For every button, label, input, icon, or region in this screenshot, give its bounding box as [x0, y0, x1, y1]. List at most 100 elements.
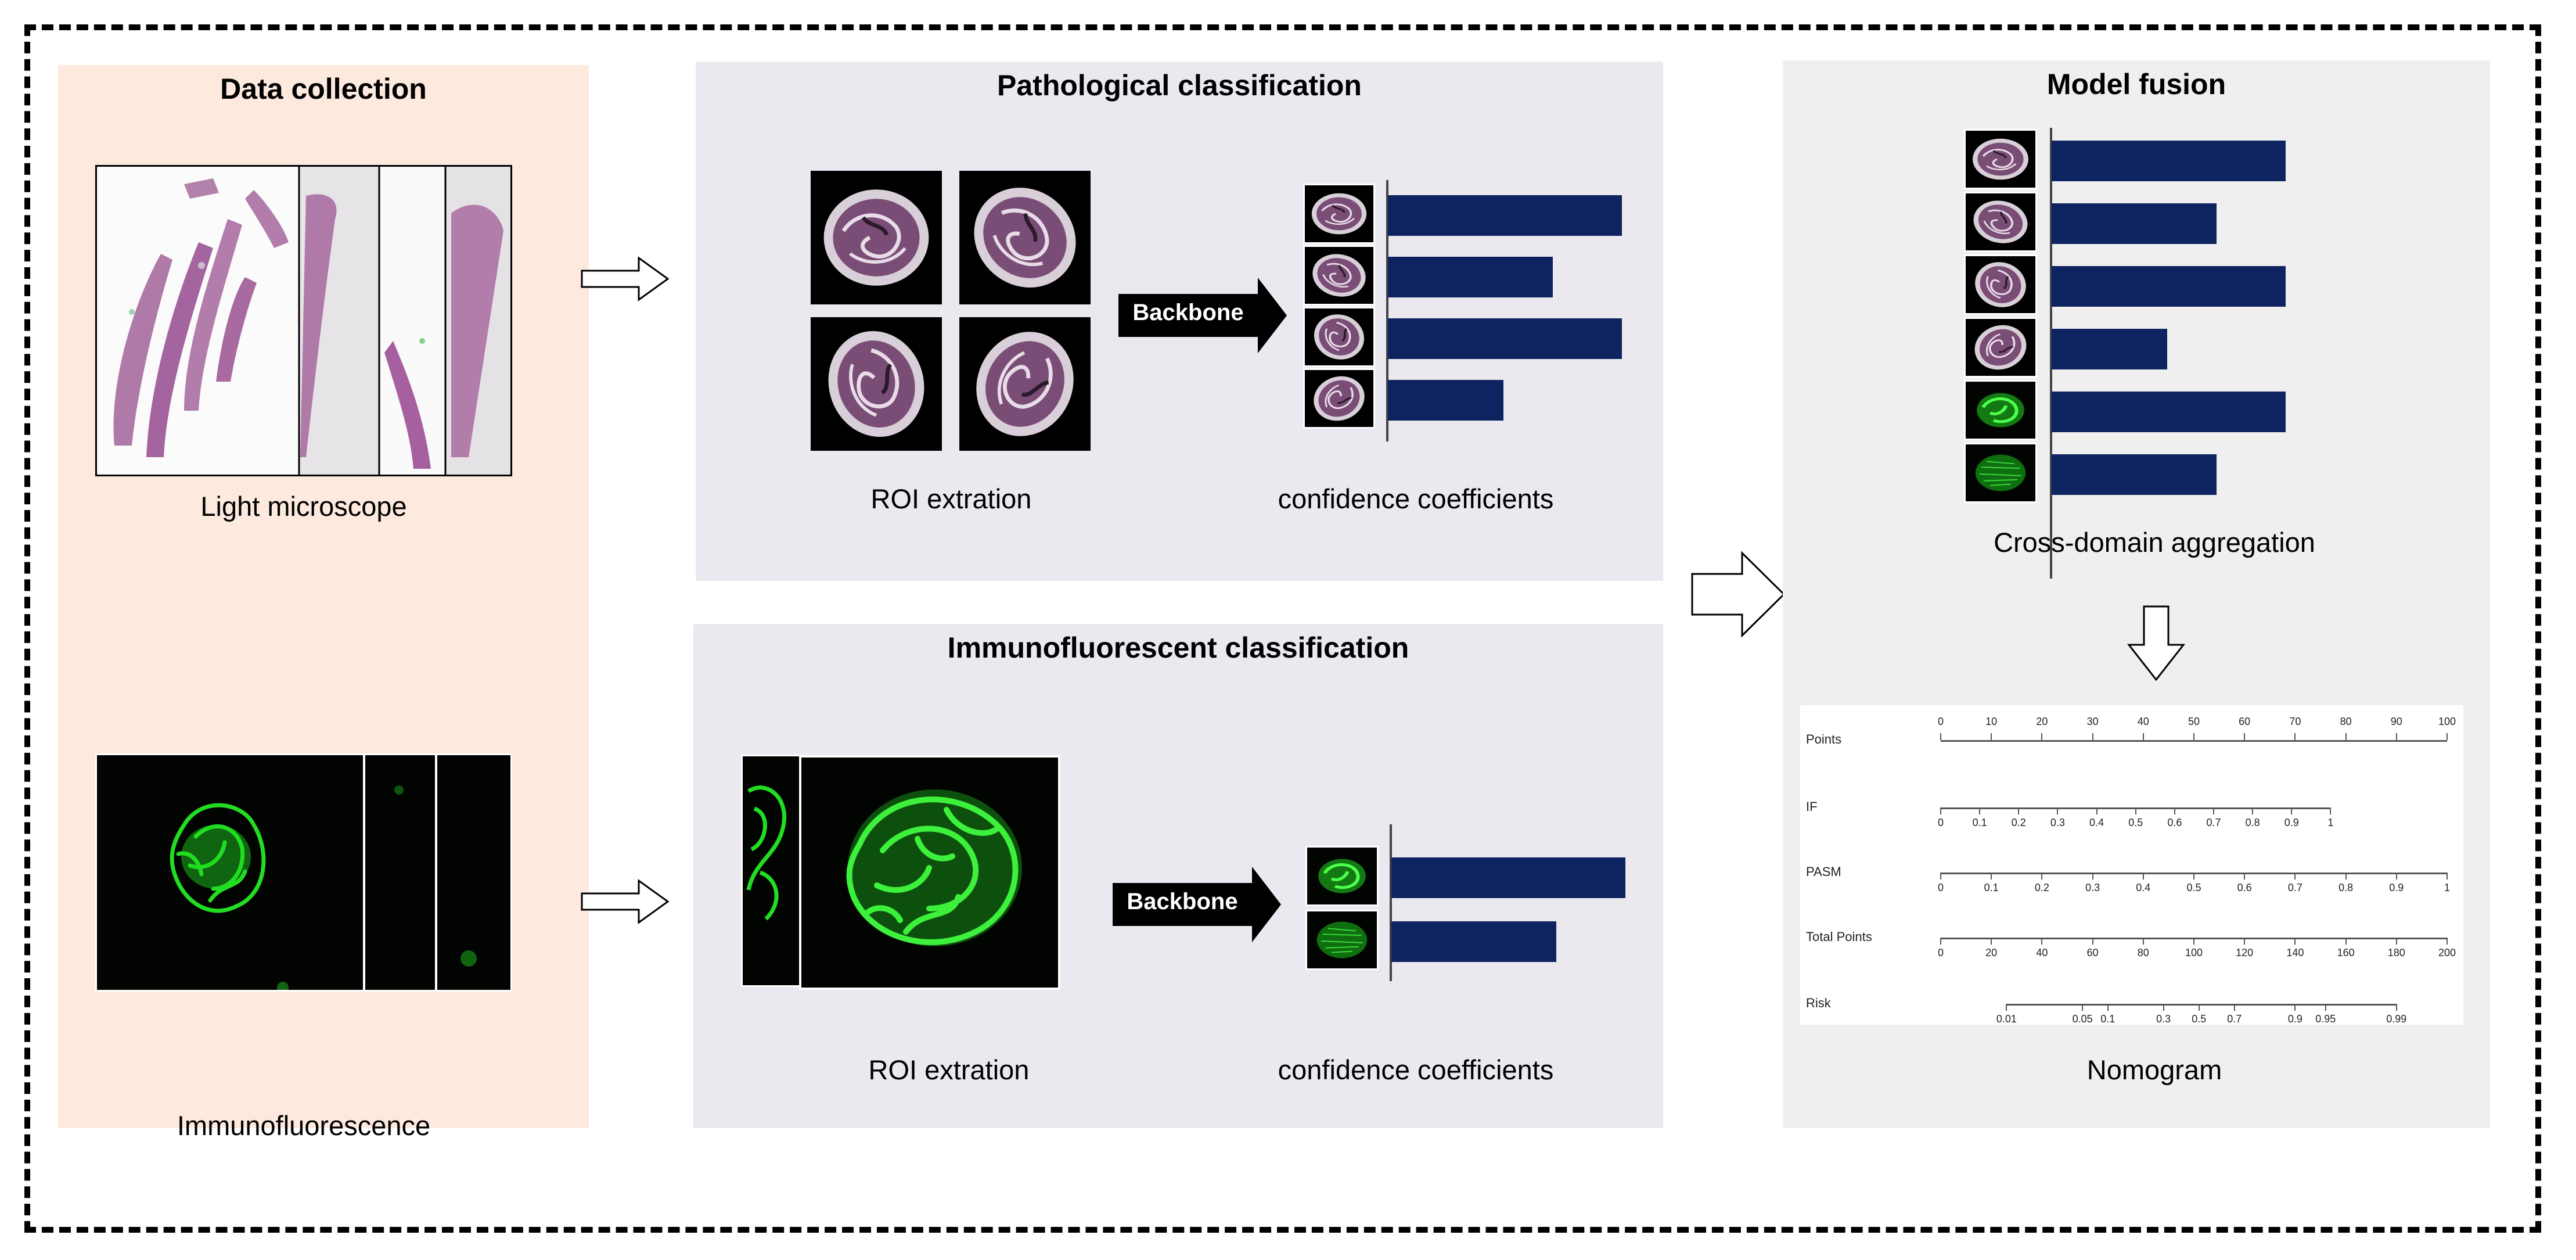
nomogram-tick-label: 10: [1985, 716, 1998, 727]
immunofluorescent-classification-title: Immunofluorescent classification: [947, 631, 1409, 664]
nomogram-tick: [1991, 873, 1992, 880]
nomogram-tick: [2345, 733, 2347, 740]
nomogram-tick-label: 60: [2086, 947, 2099, 959]
nomogram-tick: [1991, 733, 1992, 740]
confidence-bar: [1391, 921, 1557, 962]
nomogram-tick-label: 0.9: [2287, 1013, 2302, 1025]
nomogram-tick-label: 0.7: [2206, 817, 2221, 828]
backbone-arrow-icon: [1118, 278, 1287, 353]
nomogram-axis: [2006, 1004, 2397, 1006]
nomogram-tick: [2233, 1004, 2235, 1011]
nomogram-tick: [2252, 807, 2254, 814]
arrow-right-icon: [1691, 551, 1786, 638]
nomogram-tick-label: 80: [2137, 947, 2149, 959]
pathological-backbone-label: Backbone: [1132, 300, 1244, 325]
arrow-right-icon: [581, 256, 670, 301]
nomogram-row-label: PASM: [1806, 864, 1841, 879]
nomogram-tick: [2447, 873, 2448, 880]
pathological-roi-caption: ROI extration: [870, 483, 1032, 514]
nomogram-tick: [2395, 873, 2397, 880]
nomogram-tick: [2294, 873, 2296, 880]
confidence-bar: [1388, 195, 1622, 236]
nomogram-tick: [2213, 807, 2214, 814]
arrow-down-icon: [2127, 605, 2186, 681]
pathological-classification-panel: Pathological classification ROI extratio…: [696, 62, 1663, 581]
nomogram-tick-label: 0.1: [2100, 1013, 2116, 1025]
aggregation-thumbnail: [1964, 443, 2037, 503]
nomogram-tick: [1940, 873, 1941, 880]
nomogram-tick-label: 70: [2289, 716, 2301, 727]
nomogram-tick-label: 0.95: [2315, 1013, 2336, 1025]
aggregation-caption: Cross-domain aggregation: [1994, 527, 2315, 558]
immunofluorescence-caption: Immunofluorescence: [177, 1110, 431, 1141]
nomogram-tick: [2294, 1004, 2296, 1011]
outer-dashed-border: [24, 24, 2541, 1233]
nomogram-tick: [2107, 1004, 2109, 1011]
nomogram-tick: [2244, 938, 2246, 945]
confidence-bar: [2052, 266, 2286, 307]
immunofluorescent-backbone-label: Backbone: [1127, 889, 1238, 914]
nomogram-tick: [2291, 807, 2293, 814]
nomogram-tick-label: 20: [2036, 716, 2048, 727]
nomogram-row-label: Risk: [1806, 996, 1831, 1010]
immunofluorescent-roi-back-image: [741, 755, 805, 987]
confidence-bar: [1388, 257, 1553, 297]
nomogram-tick: [1940, 807, 1941, 814]
nomogram-tick-label: 90: [2390, 716, 2402, 727]
nomogram-tick: [2041, 938, 2043, 945]
aggregation-thumbnail: [1964, 317, 2037, 378]
fluorescence-illustration: [97, 755, 510, 993]
data-collection-panel: Data collection Light microscope: [58, 65, 589, 1141]
pathological-bar-axis: [1386, 180, 1388, 441]
model-fusion-title: Model fusion: [2046, 68, 2226, 100]
nomogram-tick-label: 0.7: [2287, 882, 2302, 893]
nomogram-tick-label: 0.6: [2167, 817, 2182, 828]
nomogram-tick-label: 0.9: [2389, 882, 2404, 893]
nomogram-tick-label: 100: [2438, 716, 2456, 727]
nomogram-tick: [2092, 873, 2093, 880]
nomogram-tick-label: 0.5: [2128, 817, 2143, 828]
confidence-thumbnail: [1305, 846, 1379, 906]
roi-tile: [811, 171, 942, 304]
nomogram-tick-label: 0.1: [1972, 817, 1987, 828]
nomogram-caption: Nomogram: [2086, 1054, 2222, 1085]
nomogram-tick-label: 180: [2387, 947, 2405, 959]
model-fusion-panel: Model fusion Cross-domain aggregation Po…: [1783, 60, 2490, 1128]
nomogram-tick: [2395, 1004, 2397, 1011]
nomogram-tick-label: 0.1: [1984, 882, 1999, 893]
aggregation-thumbnail: [1964, 380, 2037, 440]
roi-tile: [811, 317, 942, 451]
nomogram-tick: [1979, 807, 1981, 814]
confidence-thumbnail: [1303, 184, 1375, 244]
confidence-bar: [2052, 392, 2286, 432]
nomogram-tick-label: 160: [2337, 947, 2355, 959]
aggregation-thumbnail: [1964, 129, 2037, 189]
immunofluorescent-classification-panel: Immunofluorescent classification ROI: [693, 624, 1663, 1128]
nomogram-tick: [2018, 807, 2020, 814]
nomogram-tick: [2294, 938, 2296, 945]
nomogram-tick-label: 80: [2340, 716, 2352, 727]
nomogram-tick: [2142, 733, 2144, 740]
nomogram-tick-label: 40: [2137, 716, 2149, 727]
nomogram-tick-label: 40: [2036, 947, 2048, 959]
nomogram-row-label: Points: [1806, 732, 1842, 746]
nomogram-tick: [2142, 873, 2144, 880]
nomogram-tick-label: 0.8: [2338, 882, 2354, 893]
nomogram-axis: [1941, 740, 2447, 742]
nomogram-tick-label: 0: [1937, 716, 1944, 727]
nomogram-tick-label: 0.05: [2072, 1013, 2093, 1025]
nomogram-tick: [2193, 733, 2194, 740]
nomogram-tick: [2135, 807, 2136, 814]
confidence-bar: [1388, 380, 1504, 421]
aggregation-thumbnail: [1964, 254, 2037, 315]
confidence-thumbnail: [1303, 368, 1375, 429]
nomogram-tick: [2345, 873, 2347, 880]
nomogram-tick-label: 0.2: [2034, 882, 2049, 893]
confidence-bar: [2052, 454, 2217, 495]
immunofluorescent-confidence-caption: confidence coefficients: [1278, 1054, 1554, 1085]
immunofluorescent-roi-front-image: [799, 755, 1060, 990]
nomogram-row-label: IF: [1806, 799, 1818, 814]
nomogram-tick-label: 0: [1937, 947, 1944, 959]
nomogram-tick-label: 50: [2188, 716, 2200, 727]
nomogram-tick: [2244, 873, 2246, 880]
